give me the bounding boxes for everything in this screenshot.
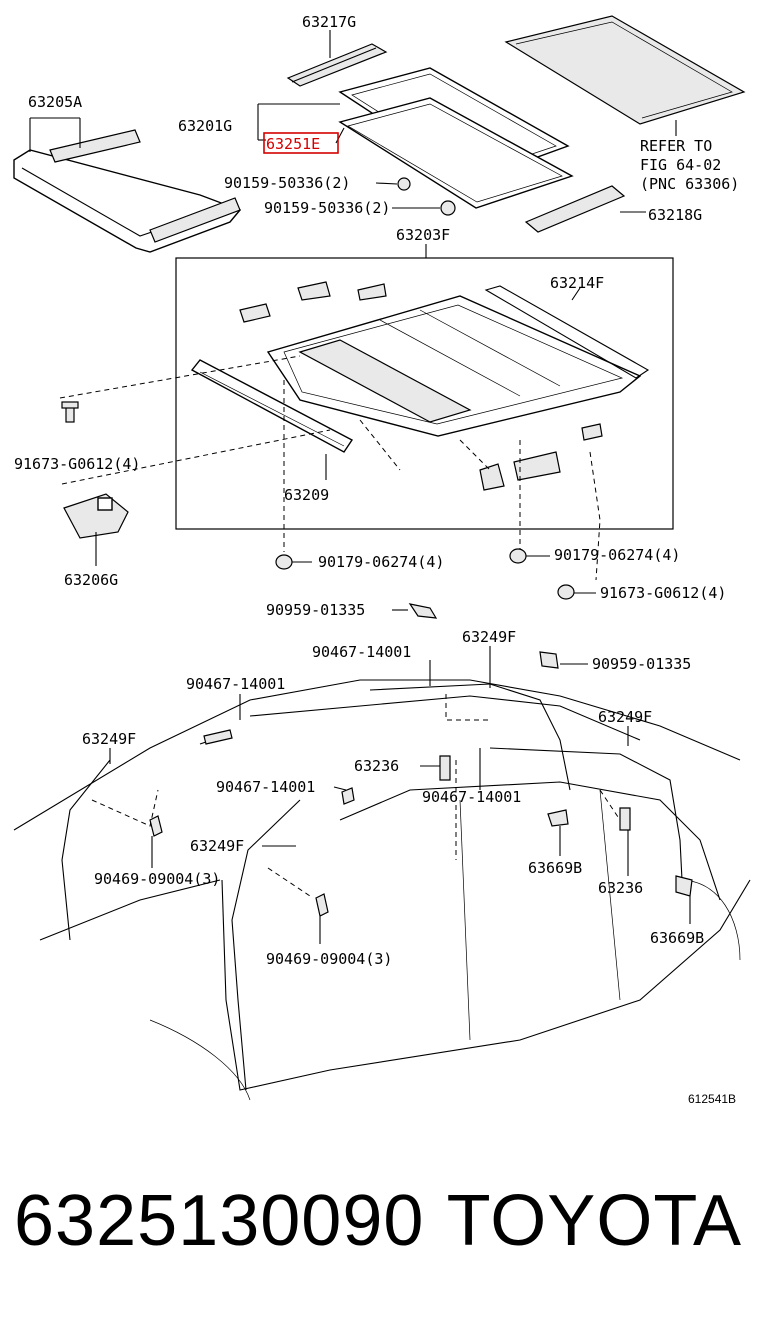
callout-63249F-left: 63249F — [82, 730, 136, 748]
callout-63669B-center: 63669B — [528, 859, 582, 877]
callout-63249F-right: 63249F — [598, 708, 652, 726]
callout-90159-a: 90159-50336(2) — [224, 174, 350, 192]
bolt-91673-left-drawing — [61, 401, 79, 423]
footer: 6325130090 TOYOTA — [0, 1180, 760, 1300]
clips-90179-drawing — [275, 548, 596, 600]
part-number: 6325130090 — [14, 1181, 425, 1261]
callout-91673-left: 91673-G0612(4) — [14, 455, 140, 473]
callout-63214F: 63214F — [550, 274, 604, 292]
refer-line-3: (PNC 63306) — [640, 175, 739, 193]
callout-90469-left: 90469-09004(3) — [94, 870, 220, 888]
callout-63209: 63209 — [284, 486, 329, 504]
refer-line-1: REFER TO — [640, 137, 712, 155]
callout-63217G: 63217G — [302, 13, 356, 31]
callout-90469-bottom: 90469-09004(3) — [266, 950, 392, 968]
callout-91673-right: 91673-G0612(4) — [600, 584, 726, 602]
callout-90159-b: 90159-50336(2) — [264, 199, 390, 217]
part-63217G-drawing — [286, 30, 388, 87]
part-63205A-drawing — [13, 117, 242, 253]
callout-63669B-right: 63669B — [650, 929, 704, 947]
callout-highlight-box — [263, 132, 339, 154]
part-63218G-drawing — [524, 185, 646, 233]
callout-90467-center: 90467-14001 — [422, 788, 521, 806]
callout-90179-left: 90179-06274(4) — [318, 553, 444, 571]
callout-63205A: 63205A — [28, 93, 82, 111]
callout-63206G: 63206G — [64, 571, 118, 589]
sunshade-drawing — [504, 15, 746, 136]
callout-90959-top: 90959-01335 — [266, 601, 365, 619]
callout-63236-right: 63236 — [598, 879, 643, 897]
callout-90467-mid: 90467-14001 — [216, 778, 315, 796]
callout-90959-right: 90959-01335 — [592, 655, 691, 673]
car-body-drawing — [13, 603, 751, 1101]
callout-63249F-top: 63249F — [462, 628, 516, 646]
callout-90179-right: 90179-06274(4) — [554, 546, 680, 564]
callout-63251-highlighted: 63251E — [266, 135, 320, 153]
callout-90467-left: 90467-14001 — [186, 675, 285, 693]
callout-90467-top: 90467-14001 — [312, 643, 411, 661]
nut-90159-drawing — [375, 177, 456, 216]
housing-frame-drawing — [59, 281, 650, 581]
callout-63236-center: 63236 — [354, 757, 399, 775]
refer-line-2: FIG 64-02 — [640, 156, 721, 174]
callout-63203F: 63203F — [396, 226, 450, 244]
part-63201G-glass-drawing — [257, 67, 574, 209]
brand-name: TOYOTA — [446, 1181, 742, 1261]
callout-63218G: 63218G — [648, 206, 702, 224]
callout-63249F-mid: 63249F — [190, 837, 244, 855]
figure-id: 612541B — [688, 1092, 736, 1106]
assembly-63203F-box — [175, 257, 674, 530]
callout-63201G: 63201G — [178, 117, 232, 135]
motor-63206G-drawing — [63, 493, 129, 566]
parts-diagram: 63217G 63205A 63201G 63251E REFER TO FIG… — [13, 13, 751, 1106]
